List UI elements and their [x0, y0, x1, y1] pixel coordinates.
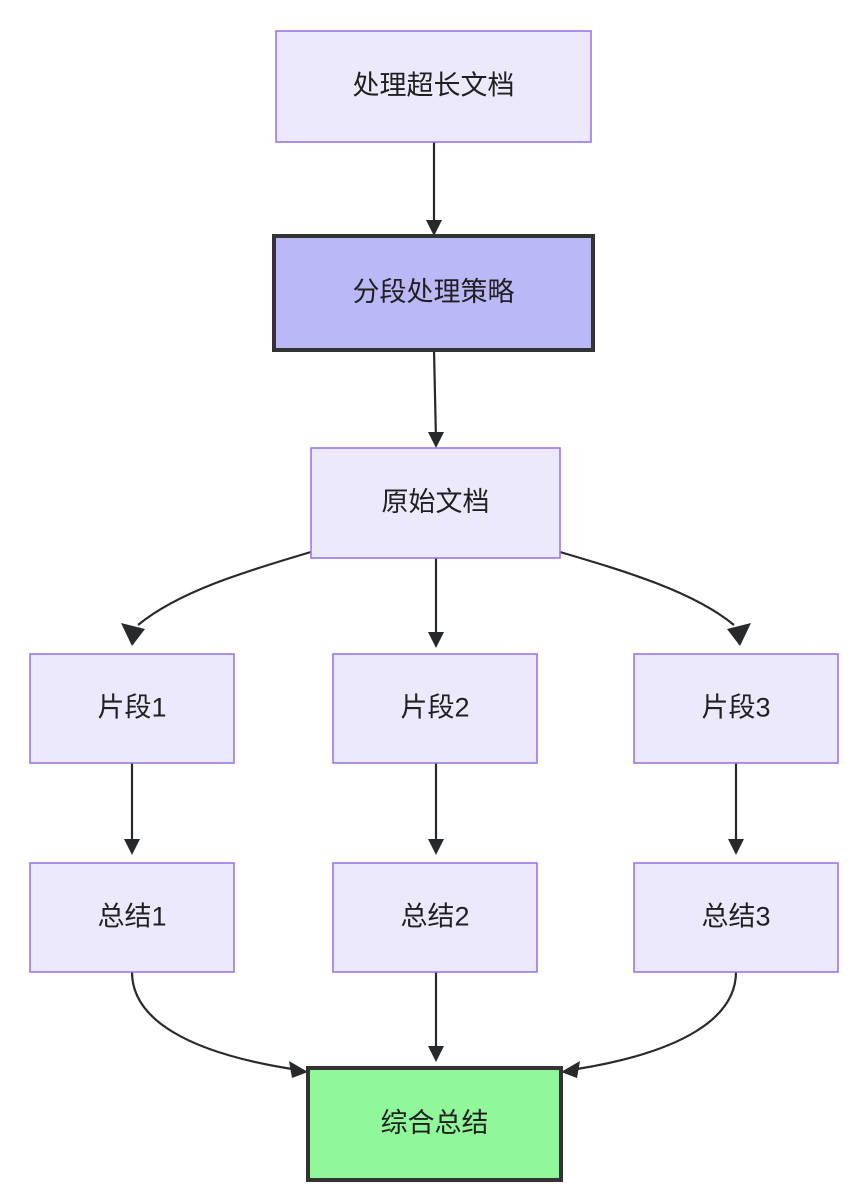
node-box[interactable] [272, 234, 595, 352]
arrowhead-icon [124, 839, 140, 855]
node-label: 片段3 [701, 693, 770, 723]
node-label: 片段2 [400, 693, 469, 723]
node-source-doc[interactable]: 原始文档 [310, 447, 561, 559]
node-box[interactable] [633, 862, 839, 973]
node-box[interactable] [29, 653, 235, 764]
edge-summary-2-to-final-summary [428, 972, 444, 1062]
node-summary-2[interactable]: 总结2 [332, 862, 538, 973]
edge-source-doc-to-fragment-1 [121, 550, 312, 646]
node-fragment-2[interactable]: 片段2 [332, 653, 538, 764]
node-box[interactable] [306, 1066, 563, 1182]
arrowhead-icon [426, 220, 442, 236]
node-box[interactable] [310, 447, 561, 559]
edge-fragment-1-to-summary-1 [124, 763, 140, 855]
node-summary-3[interactable]: 总结3 [633, 862, 839, 973]
node-summary-1[interactable]: 总结1 [29, 862, 235, 973]
node-label: 综合总结 [381, 1108, 489, 1138]
node-box[interactable] [332, 653, 538, 764]
node-fragment-1[interactable]: 片段1 [29, 653, 235, 764]
node-box[interactable] [275, 30, 592, 143]
node-chunk-strategy[interactable]: 分段处理策略 [272, 234, 595, 352]
arrowhead-icon [428, 432, 444, 448]
arrowhead-icon [727, 623, 751, 646]
node-box[interactable] [633, 653, 839, 764]
node-label: 总结3 [701, 902, 770, 932]
node-label: 总结2 [400, 902, 469, 932]
edge-line [576, 971, 738, 1071]
node-long-doc[interactable]: 处理超长文档 [275, 30, 592, 143]
edge-long-doc-to-chunk-strategy [426, 142, 442, 236]
node-final-summary[interactable]: 综合总结 [306, 1066, 563, 1182]
edge-source-doc-to-fragment-3 [559, 550, 751, 646]
edge-summary-3-to-final-summary [561, 971, 738, 1078]
node-label: 分段处理策略 [353, 277, 515, 307]
node-box[interactable] [332, 862, 538, 973]
arrowhead-icon [728, 839, 744, 855]
edge-line [432, 349, 438, 441]
arrowhead-icon [561, 1061, 580, 1078]
edge-line [559, 550, 735, 626]
edge-fragment-3-to-summary-3 [728, 763, 744, 855]
node-label: 片段1 [97, 693, 166, 723]
arrowhead-icon [428, 1046, 444, 1062]
arrowhead-icon [289, 1061, 308, 1078]
node-label: 处理超长文档 [353, 71, 515, 101]
edges-layer [121, 142, 751, 1078]
edge-line [130, 971, 293, 1071]
node-label: 总结1 [97, 902, 166, 932]
edge-fragment-2-to-summary-2 [428, 763, 444, 855]
edge-line [137, 550, 312, 626]
arrowhead-icon [428, 632, 444, 648]
node-label: 原始文档 [382, 487, 490, 517]
edge-source-doc-to-fragment-2 [428, 558, 444, 648]
node-fragment-3[interactable]: 片段3 [633, 653, 839, 764]
node-box[interactable] [29, 862, 235, 973]
arrowhead-icon [121, 623, 145, 646]
edge-summary-1-to-final-summary [130, 971, 308, 1078]
edge-chunk-strategy-to-source-doc [428, 349, 444, 448]
arrowhead-icon [428, 839, 444, 855]
